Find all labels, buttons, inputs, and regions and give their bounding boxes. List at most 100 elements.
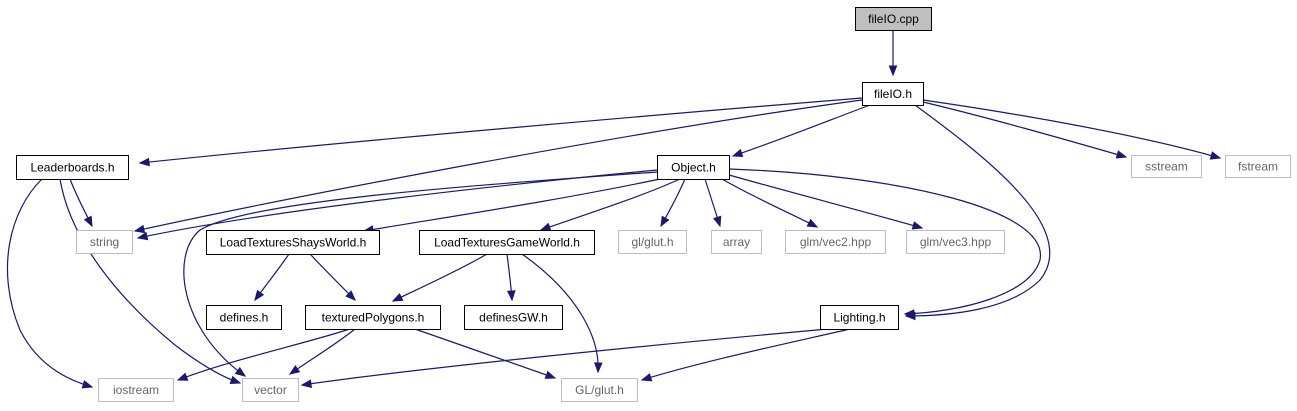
edge-line	[521, 253, 599, 373]
node-label: fstream	[1238, 160, 1278, 174]
node-lighting-h[interactable]: Lighting.h	[820, 305, 899, 330]
edge-texturedpolygons-h-to-vector	[288, 328, 356, 375]
node-label: fileIO.h	[874, 87, 912, 101]
node-string: string	[76, 230, 133, 254]
edge-object-h-to-gl-glut-h	[660, 178, 686, 228]
node-box	[820, 305, 899, 330]
edge-line	[905, 104, 1051, 317]
node-glm-vec3-hpp: glm/vec3.hpp	[906, 230, 1005, 254]
node-label: LoadTexturesGameWorld.h	[434, 236, 580, 250]
edge-line	[177, 328, 351, 381]
edge-line	[183, 171, 658, 377]
node-box	[906, 230, 1005, 254]
node-box	[419, 230, 595, 255]
arrowhead	[234, 366, 247, 377]
arrowhead	[888, 65, 898, 77]
node-box	[464, 305, 563, 330]
node-object-h[interactable]: Object.h	[657, 155, 730, 180]
node-texturedpolygons-h[interactable]: texturedPolygons.h	[305, 305, 441, 330]
node-defines-h[interactable]: defines.h	[206, 305, 282, 330]
node-box	[1225, 155, 1291, 178]
edge-leaderboards-h-to-string	[69, 178, 93, 228]
edge-fileio-h-to-fstream	[922, 99, 1222, 160]
edge-line	[301, 328, 829, 386]
node-box	[76, 230, 133, 254]
edge-texturedpolygons-h-to-gl-glut-h	[414, 328, 557, 379]
edge-object-h-to-lighting-h	[728, 168, 1041, 318]
edge-loadtexturesshaysworld-h-to-defines-h	[254, 253, 290, 302]
arrowhead	[660, 215, 670, 228]
node-label: vector	[254, 383, 287, 397]
edge-line	[363, 178, 661, 232]
arrowhead	[506, 290, 516, 302]
edge-leaderboards-h-to-vector	[59, 178, 242, 384]
arrowhead	[229, 375, 242, 384]
edge-leaderboards-h-to-iostream	[6, 178, 94, 389]
edge-line	[732, 104, 871, 157]
node-leaderboards-h[interactable]: Leaderboards.h	[16, 155, 129, 180]
node-fileio-h[interactable]: fileIO.h	[862, 82, 924, 106]
edge-loadtexturesshaysworld-h-to-texturedpolygons-h	[309, 253, 356, 301]
node-box	[711, 230, 762, 254]
edge-lighting-h-to-vector	[300, 328, 829, 388]
edge-texturedpolygons-h-to-iostream	[176, 328, 351, 381]
edge-line	[6, 178, 93, 388]
node-label: string	[90, 235, 119, 249]
edge-loadtexturesgameworld-h-to-texturedpolygons-h	[391, 253, 488, 302]
node-fileio-cpp[interactable]: fileIO.cpp	[855, 7, 932, 31]
edge-line	[922, 101, 1127, 158]
edge-loadtexturesgameworld-h-to-gl-glut-h	[521, 253, 603, 374]
node-box	[785, 230, 886, 254]
edge-line	[414, 328, 556, 379]
node-label: glm/vec3.hpp	[920, 235, 992, 249]
edge-line	[309, 253, 356, 301]
edge-line	[540, 178, 681, 231]
arrowhead	[806, 218, 819, 228]
edge-object-h-to-glm-vec2-hpp	[721, 178, 819, 228]
edge-line	[134, 99, 863, 232]
arrowhead	[83, 215, 93, 228]
node-box	[98, 378, 174, 402]
arrowhead	[391, 292, 404, 302]
node-box	[242, 378, 299, 402]
edge-line	[137, 169, 658, 239]
edge-object-h-to-loadtexturesgameworld-h	[539, 178, 681, 231]
arrowhead	[176, 372, 189, 381]
node-vector: vector	[242, 378, 299, 402]
arrowhead	[81, 380, 94, 389]
arrowhead	[731, 148, 744, 158]
arrowhead	[1209, 151, 1222, 160]
arrowhead	[138, 157, 150, 167]
node-array: array	[711, 230, 762, 254]
node-loadtexturesshaysworld-h[interactable]: LoadTexturesShaysWorld.h	[206, 230, 380, 255]
node-label: Object.h	[671, 161, 716, 175]
edge-line	[922, 99, 1221, 159]
arrowhead	[640, 373, 653, 382]
node-iostream: iostream	[98, 378, 174, 402]
edge-object-h-to-glm-vec3-hpp	[728, 174, 924, 230]
edge-line	[641, 328, 851, 381]
node-box	[1131, 155, 1202, 178]
node-label: Leaderboards.h	[30, 161, 114, 175]
arrowhead	[136, 231, 149, 241]
edge-object-h-to-vector	[183, 171, 658, 377]
arrowhead	[713, 215, 722, 228]
node-label: texturedPolygons.h	[322, 311, 425, 325]
edge-lighting-h-to-gl-glut-h	[640, 328, 851, 382]
node-gl-glut-h: gl/glut.h	[618, 230, 687, 254]
node-label: gl/glut.h	[631, 235, 673, 249]
node-loadtexturesgameworld-h[interactable]: LoadTexturesGameWorld.h	[419, 230, 595, 255]
node-box	[305, 305, 441, 330]
node-box	[561, 378, 638, 402]
node-definesgw-h[interactable]: definesGW.h	[464, 305, 563, 330]
arrowhead	[254, 289, 265, 302]
node-label: array	[723, 235, 750, 249]
edge-object-h-to-loadtexturesshaysworld-h	[362, 178, 661, 234]
node-box	[657, 155, 730, 180]
arrowhead	[133, 224, 146, 234]
edge-object-h-to-array	[704, 178, 722, 228]
node-label: defines.h	[220, 311, 269, 325]
arrowhead	[1115, 150, 1128, 159]
arrowhead	[288, 365, 301, 375]
node-box	[206, 230, 380, 255]
